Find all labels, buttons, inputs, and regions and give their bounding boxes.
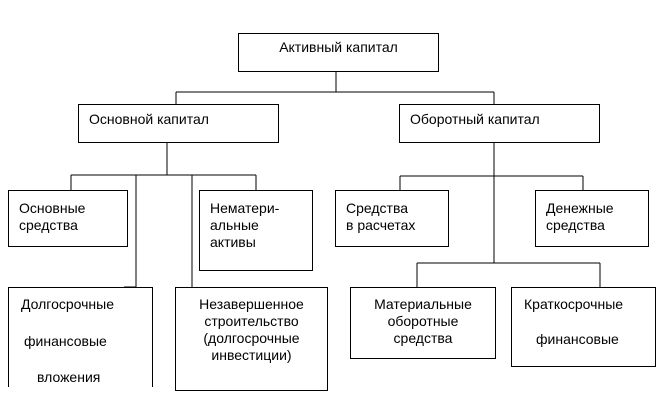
- node-intangible-assets-label: Немате­ри- альные активы: [210, 200, 280, 250]
- node-cash-label: Денежные средства: [546, 200, 614, 233]
- node-fixed-capital: Основной капитал: [78, 104, 279, 143]
- node-receivables-label: Средства в расчетах: [346, 200, 416, 233]
- node-active-capital: Активный капитал: [238, 33, 439, 72]
- node-active-capital-label: Активный капитал: [279, 39, 398, 55]
- node-fixed-assets: Основные средства: [8, 190, 128, 247]
- node-construction-label: Незавершенное строительство (долгосрочны…: [199, 296, 304, 363]
- node-construction-in-progress: Незавершенное строительство (долгосрочны…: [175, 287, 328, 391]
- long-term-investments-line1: Долгосрочные: [21, 296, 115, 312]
- node-receivables: Средства в расчетах: [335, 190, 449, 247]
- short-term-investments-line2: финансовые: [536, 331, 619, 347]
- long-term-investments-line2: финансовые: [24, 333, 107, 349]
- node-working-capital: Оборотный капитал: [399, 104, 600, 143]
- node-short-term-investments: Краткосрочные финансовые: [511, 287, 656, 367]
- short-term-investments-line1: Краткосрочные: [524, 296, 624, 312]
- node-long-term-investments: Долгосрочные финансовые вложения: [8, 287, 153, 387]
- node-working-capital-label: Оборотный капитал: [410, 111, 540, 127]
- node-material-label: Материальные оборотные средства: [374, 296, 472, 346]
- node-cash: Денежные средства: [535, 190, 649, 247]
- node-intangible-assets: Немате­ри- альные активы: [199, 190, 313, 271]
- node-material-current-assets: Материальные оборотные средства: [350, 287, 496, 359]
- node-fixed-capital-label: Основной капитал: [89, 111, 209, 127]
- long-term-investments-line3: вложения: [37, 369, 101, 385]
- node-fixed-assets-label: Основные средства: [19, 200, 86, 233]
